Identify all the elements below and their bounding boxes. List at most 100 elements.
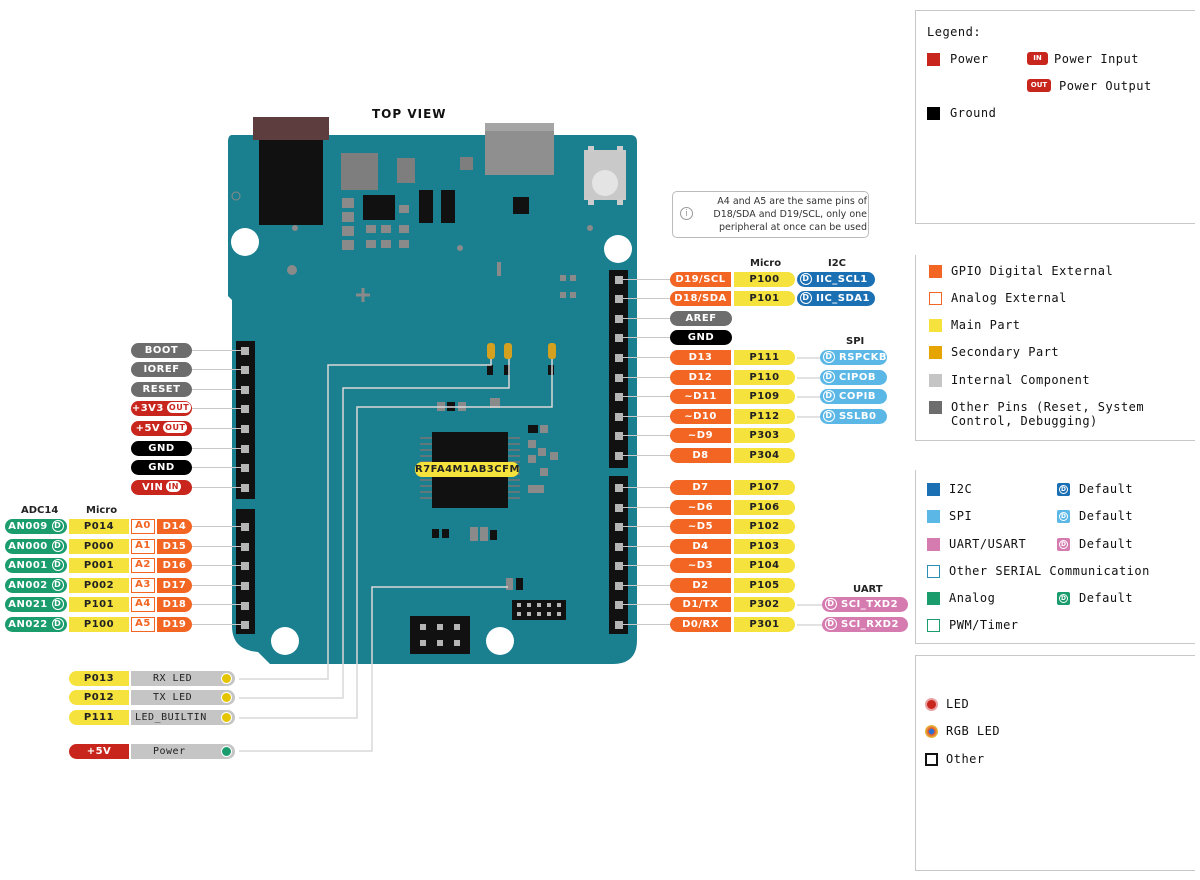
micro-pin-2: P001 xyxy=(69,558,129,573)
note-box: i A4 and A5 are the same pins of D18/SDA… xyxy=(672,191,869,238)
micro-pin-3: P002 xyxy=(69,578,129,593)
header-pin xyxy=(615,582,623,590)
micro-right-header: Micro xyxy=(750,258,782,269)
right-micro-13: P103 xyxy=(734,539,795,554)
pin-leader xyxy=(623,604,670,605)
pin-leader xyxy=(192,389,241,390)
analog-swatch xyxy=(927,592,940,605)
left-pin-5: GND xyxy=(131,441,192,456)
led-label-text: Power xyxy=(153,746,186,757)
default-marker: D xyxy=(823,371,835,383)
led-label-text: RX LED xyxy=(153,673,193,684)
left-pin-2: RESET xyxy=(131,382,192,397)
legend-panel-comm: I2C SPI UART/USART Other SERIAL Communic… xyxy=(915,470,1195,644)
default-marker: D xyxy=(800,292,812,304)
legend-other: Other xyxy=(946,752,985,766)
other-pins-swatch xyxy=(929,401,942,414)
right-micro-5: P110 xyxy=(734,370,795,385)
pin-leader xyxy=(623,357,670,358)
led-micro-3: +5V xyxy=(69,744,129,759)
legend-spi: SPI xyxy=(949,509,973,523)
analog-alias-3: A3 xyxy=(131,578,155,593)
legend-other-pins: Other Pins (Reset, System Control, Debug… xyxy=(951,400,1145,428)
right-micro-14: P104 xyxy=(734,558,795,573)
header-pin xyxy=(615,295,623,303)
pin-leader xyxy=(192,467,241,468)
right-micro-7: P112 xyxy=(734,409,795,424)
right-micro-4: P111 xyxy=(734,350,795,365)
main-part-swatch xyxy=(929,319,942,332)
mounting-hole xyxy=(486,627,514,655)
micro-pin-0: P014 xyxy=(69,519,129,534)
uart-swatch xyxy=(927,538,940,551)
right-pin-9: D8 xyxy=(670,448,731,463)
default-marker: D xyxy=(823,410,835,422)
left-header-bottom xyxy=(236,509,255,634)
header-pin xyxy=(241,425,249,433)
header-pin xyxy=(615,413,623,421)
analog-alias-5: A5 xyxy=(131,617,155,632)
right-pin-7: ~D10 xyxy=(670,409,731,424)
legend-default: Default xyxy=(1079,509,1134,523)
pin-leader xyxy=(623,377,670,378)
func-label: RSPCKB xyxy=(839,352,887,363)
header-pin xyxy=(241,347,249,355)
right-micro-6: P109 xyxy=(734,389,795,404)
header-pin xyxy=(615,276,623,284)
right-pin-3: GND xyxy=(670,330,732,345)
pin-leader xyxy=(623,337,670,338)
pin-leader xyxy=(623,546,670,547)
pwm-swatch xyxy=(927,619,940,632)
right-micro-0: P100 xyxy=(734,272,795,287)
page-title: TOP VIEW xyxy=(372,107,447,121)
left-pin-0: BOOT xyxy=(131,343,192,358)
legend-panel-leds: LED RGB LED Other xyxy=(915,655,1195,871)
pin-label: GND xyxy=(148,462,175,473)
legend-default: Default xyxy=(1079,482,1134,496)
right-pin-5: D12 xyxy=(670,370,731,385)
legend-panel-parts: GPIO Digital External Analog External Ma… xyxy=(915,255,1195,441)
mounting-hole xyxy=(271,627,299,655)
default-marker: D xyxy=(1059,512,1068,521)
power-direction-tag: OUT xyxy=(166,402,192,413)
adc-label: AN022 xyxy=(8,619,48,630)
micro-left-header: Micro xyxy=(86,505,118,516)
header-pin xyxy=(241,386,249,394)
legend-other-serial: Other SERIAL Communication xyxy=(949,564,1150,578)
pin-leader xyxy=(623,279,670,280)
digital-alias-2: D16 xyxy=(157,558,192,573)
right-micro-16: P302 xyxy=(734,597,795,612)
mcu-label: R7FA4M1AB3CFM xyxy=(415,462,520,477)
pin-leader xyxy=(623,526,670,527)
power-swatch xyxy=(927,53,940,66)
digital-alias-3: D17 xyxy=(157,578,192,593)
pin-leader xyxy=(192,624,241,625)
header-pin xyxy=(241,523,249,531)
led-label-3: Power xyxy=(131,744,235,759)
legend-title: Legend: xyxy=(927,25,982,39)
pin-leader xyxy=(192,350,241,351)
pin-leader xyxy=(623,435,670,436)
board-illustration xyxy=(228,117,822,752)
right-pin-1: D18/SDA xyxy=(670,291,731,306)
led-label-text: LED_BUILTIN xyxy=(135,712,207,723)
right-pin-15: D2 xyxy=(670,578,731,593)
right-pin-0: D19/SCL xyxy=(670,272,731,287)
info-icon: i xyxy=(680,207,693,220)
power-led-leader xyxy=(239,586,508,752)
header-pin xyxy=(241,602,249,610)
header-pin xyxy=(615,484,623,492)
digital-alias-0: D14 xyxy=(157,519,192,534)
led-micro-2: P111 xyxy=(69,710,129,725)
other-swatch xyxy=(925,753,938,766)
pin-leader xyxy=(192,585,241,586)
right-pin-12: ~D5 xyxy=(670,519,731,534)
pin-label: +3V3 xyxy=(131,403,164,414)
default-swatch: D xyxy=(1057,592,1070,605)
header-pin xyxy=(241,621,249,629)
